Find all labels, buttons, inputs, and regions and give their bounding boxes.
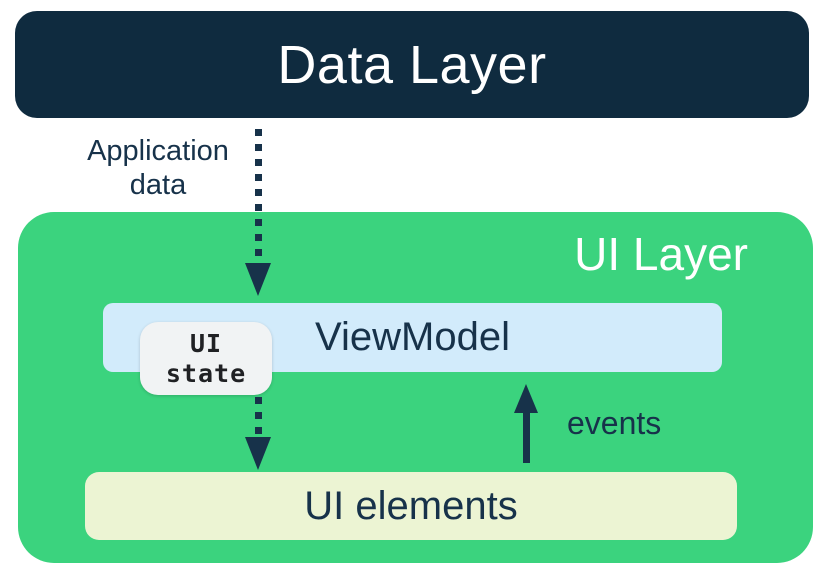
arrowhead-down-icon (245, 263, 271, 296)
data-layer-label: Data Layer (277, 34, 547, 95)
arrowhead-up-icon (514, 384, 538, 413)
ui-elements-box: UI elements (85, 472, 737, 540)
ui-state-line2: state (165, 358, 247, 388)
events-arrow-line-icon (523, 411, 530, 463)
events-label: events (567, 405, 662, 441)
ui-layer-label: UI Layer (574, 228, 748, 280)
arrowhead-down-icon (245, 437, 271, 470)
application-data-arrow-line-icon (255, 129, 262, 259)
ui-state-arrow-line-icon (255, 397, 262, 435)
data-layer-box: Data Layer (15, 11, 809, 118)
application-data-line1: Application (87, 135, 229, 167)
viewmodel-label: ViewModel (315, 315, 510, 359)
ui-elements-label: UI elements (304, 483, 518, 528)
application-data-line2: data (129, 169, 187, 201)
ui-state-chip: UI state (140, 322, 272, 395)
ui-state-line1: UI (189, 328, 223, 358)
application-data-label: Application data (58, 134, 258, 202)
